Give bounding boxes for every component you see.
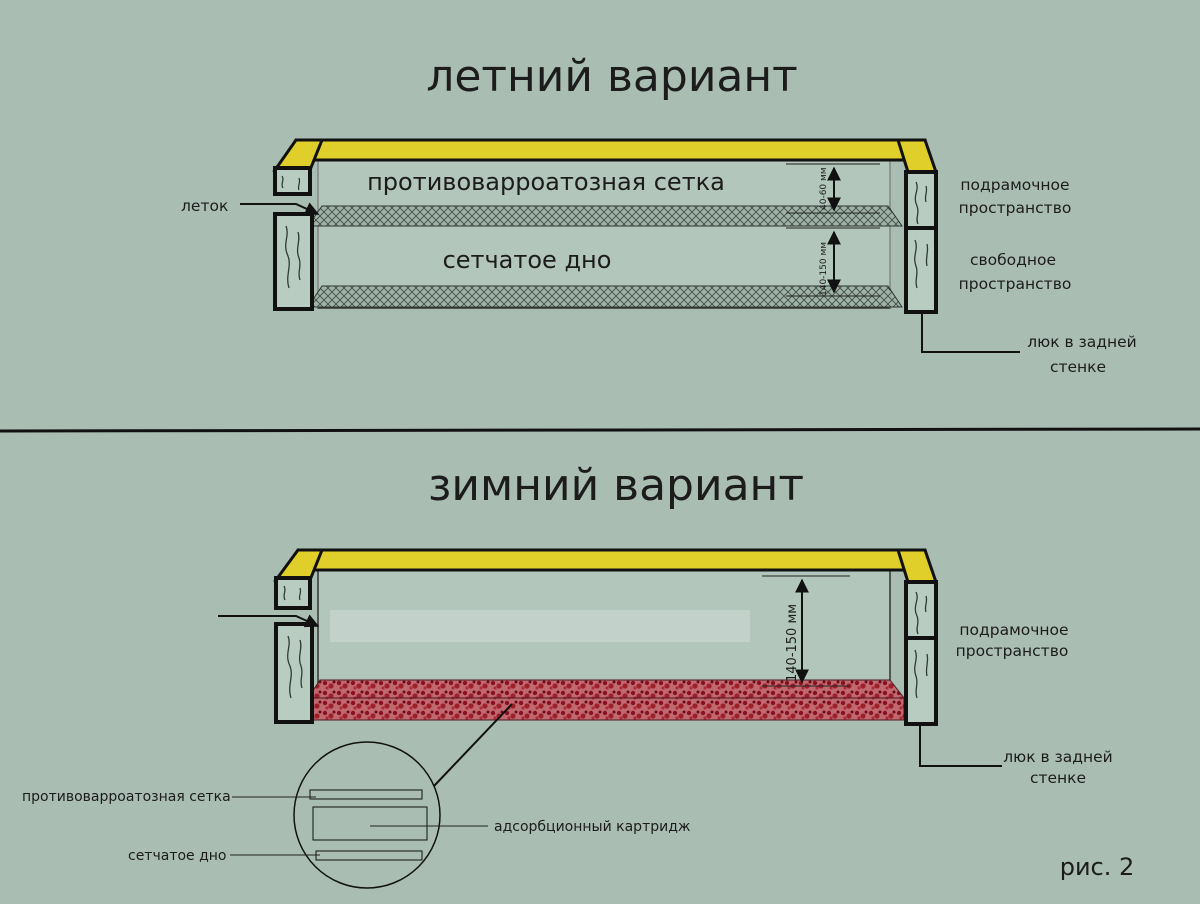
summer-lid-right-cap [895, 138, 939, 174]
winter-absorbent-cartridge [307, 697, 905, 721]
inset-cartridge-box [312, 806, 428, 841]
summer-hatch-label-2: стенке [1050, 358, 1106, 376]
inset-circle [293, 741, 441, 889]
winter-hive: 140-150 мм [218, 548, 1002, 787]
inset-mesh-bar [309, 789, 423, 800]
winter-frame-space-label-1: подрамочное [959, 621, 1068, 639]
summer-lid-left-cap [272, 138, 325, 172]
summer-hatch-pointer [921, 314, 1020, 353]
winter-frame-space-label-2: пространство [956, 642, 1069, 660]
winter-title: зимний вариант [428, 460, 804, 511]
summer-hatch-label-1: люк в задней [1027, 333, 1137, 351]
winter-left-wall-upper [274, 576, 312, 610]
winter-right-wall-lower [904, 636, 938, 726]
inset-detail [230, 741, 488, 889]
summer-right-wall-upper [904, 170, 938, 230]
winter-lid-left-cap [273, 548, 325, 582]
inset-mesh-label: противоварроатозная сетка [22, 789, 231, 805]
summer-entrance-pointer [240, 202, 320, 216]
summer-dim-upper-label: 40-60 мм [819, 167, 829, 210]
winter-absorbent-layer [307, 679, 906, 699]
winter-left-wall-lower [274, 622, 314, 724]
inset-cartridge-label: адсорбционный картридж [494, 819, 691, 835]
summer-left-wall-upper [273, 166, 312, 196]
winter-hatch-label-1: люк в задней [1003, 748, 1113, 766]
winter-lid [285, 548, 932, 572]
summer-free-space-label-2: пространство [959, 275, 1072, 293]
winter-lid-right-cap [895, 548, 939, 584]
summer-frame-space-label-1: подрамочное [960, 176, 1069, 194]
winter-right-wall-upper [904, 580, 938, 640]
summer-bottom-label: сетчатое дно [443, 246, 612, 274]
summer-title: летний вариант [426, 51, 798, 102]
summer-lid [284, 138, 932, 162]
inset-bottom-label: сетчатое дно [128, 848, 227, 864]
inset-callout-line [433, 703, 513, 787]
winter-hatch-label-2: стенке [1030, 769, 1086, 787]
summer-left-wall-lower [273, 212, 314, 311]
summer-mesh-label: противоварроатозная сетка [367, 168, 725, 196]
summer-hive: 40-60 мм 140-150 мм [240, 138, 1020, 353]
summer-frame-space-label-2: пространство [959, 199, 1072, 217]
summer-free-space-label-1: свободное [970, 251, 1056, 269]
summer-entrance-label: леток [181, 197, 228, 215]
summer-dim-lower-label: 140-150 мм [819, 242, 829, 296]
winter-dim-label: 140-150 мм [785, 604, 800, 682]
section-divider [0, 427, 1200, 433]
summer-right-wall-lower [904, 226, 938, 314]
figure-label: рис. 2 [1060, 853, 1135, 881]
inset-bottom-bar [315, 850, 423, 861]
summer-varroa-mesh [307, 205, 903, 227]
winter-entrance-pointer [218, 614, 320, 628]
winter-hatch-pointer [919, 726, 1002, 767]
